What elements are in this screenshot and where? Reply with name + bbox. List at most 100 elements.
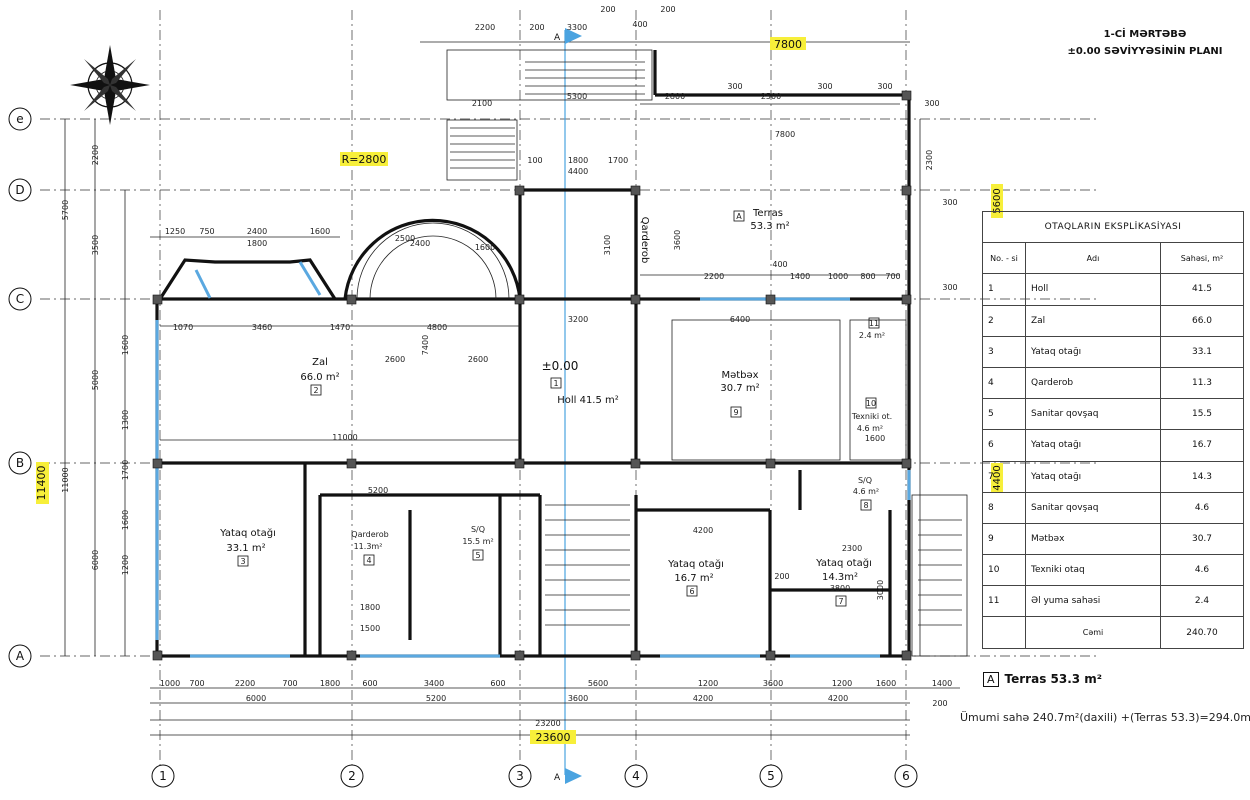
dim-top-100: 100 xyxy=(527,156,542,165)
dim-bot2-5200: 5200 xyxy=(426,694,446,703)
dim-bot2-3600: 3600 xyxy=(568,694,588,703)
dim-misc-11: 1500 xyxy=(360,624,380,633)
dim-top-400: 400 xyxy=(632,20,647,29)
dim-misc-2: 1800 xyxy=(360,603,380,612)
section-label-bottom: A xyxy=(554,773,561,783)
room-texniki-name: Texniki ot. xyxy=(851,412,892,421)
room-sq1-area: 15.5 m² xyxy=(462,537,493,546)
dim-left-5000: 5000 xyxy=(91,370,100,390)
table-total-label: Cəmi xyxy=(1025,616,1161,649)
table-cell-no: 11 xyxy=(982,585,1026,618)
room-yataq1-name: Yataq otağı xyxy=(219,527,276,539)
room-yataq2-no: 6 xyxy=(689,587,694,596)
dim-bot1-2: 2200 xyxy=(235,679,255,688)
room-yataq3-no: 7 xyxy=(838,597,843,606)
room-qarderob2-area: 11.3m² xyxy=(354,542,383,551)
table-cell-no: 5 xyxy=(982,398,1026,431)
table-cell-area: 4.6 xyxy=(1160,554,1244,587)
table-title: OTAQLARIN EKSPLİKASİYASI xyxy=(982,210,1244,244)
dim-top-300b: 300 xyxy=(817,82,832,91)
room-zal-no: 2 xyxy=(313,386,318,395)
dim-bot1-3: 700 xyxy=(282,679,297,688)
dim-bot1-5: 600 xyxy=(362,679,377,688)
highlight-7800: 7800 xyxy=(774,38,802,51)
table-cell-name: Texniki otaq xyxy=(1025,554,1161,587)
room-zal-name: Zal xyxy=(312,357,328,368)
dim-right-2200: 2200 xyxy=(704,272,724,281)
dim-top-4400: 4400 xyxy=(568,167,588,176)
dim-zal-4800: 4800 xyxy=(427,323,447,332)
table-cell-area: 66.0 xyxy=(1160,304,1244,337)
table-cell-area: 30.7 xyxy=(1160,522,1244,556)
columns xyxy=(152,90,912,661)
plan-title-line1: 1-Cİ MƏRTƏBƏ xyxy=(1103,29,1187,40)
room-terras-no: A xyxy=(736,212,742,221)
room-holl-level: ±0.00 xyxy=(542,359,579,373)
dim-bay-1600: 1600 xyxy=(310,227,330,236)
dim-top-1700: 1700 xyxy=(608,156,628,165)
axis-col-6: 6 xyxy=(902,769,910,783)
table-cell-name: Holl xyxy=(1025,273,1161,306)
dim-bay-750: 750 xyxy=(199,227,214,236)
dim-left-1600a: 1600 xyxy=(121,335,130,355)
dim-top-2200: 2200 xyxy=(475,23,495,32)
room-metbex-no: 9 xyxy=(733,408,738,417)
plan-title: 1-Cİ MƏRTƏBƏ ±0.00 SƏVİYYƏSİNİN PLANI xyxy=(1060,26,1230,60)
dim-top-200a: 200 xyxy=(529,23,544,32)
room-terras-name: Terras xyxy=(752,208,783,219)
dim-zal-1070: 1070 xyxy=(173,323,193,332)
table-cell-no: 2 xyxy=(982,304,1026,337)
highlight-5600: 5600 xyxy=(992,188,1003,213)
dim-bot1-13: 1400 xyxy=(932,679,952,688)
dim-misc-0: 2400 xyxy=(410,239,430,248)
table-cell-no: 3 xyxy=(982,335,1026,368)
dim-bot1-12: 1600 xyxy=(876,679,896,688)
table-cell-no: 4 xyxy=(982,366,1026,400)
dim-zal-3200: 3200 xyxy=(568,315,588,324)
dim-zal-1470: 1470 xyxy=(330,323,350,332)
dim-left-1200: 1200 xyxy=(121,555,130,575)
room-metbex-area: 30.7 m² xyxy=(720,383,759,394)
dim-bay-2400: 2400 xyxy=(247,227,267,236)
terrace-note-text: Terras 53.3 m² xyxy=(1004,672,1103,686)
dim-right-800: 800 xyxy=(860,272,875,281)
dim-top-300d: 300 xyxy=(924,99,939,108)
dim-top-7800b: 7800 xyxy=(775,130,795,139)
dim-right-1000: 1000 xyxy=(828,272,848,281)
dim-right-300b: 300 xyxy=(942,283,957,292)
table-cell-no: 9 xyxy=(982,522,1026,556)
axis-row-b: B xyxy=(16,456,24,470)
axis-col-1: 1 xyxy=(159,769,167,783)
table-cell-no: 8 xyxy=(982,491,1026,524)
dim-bot1-9: 1200 xyxy=(698,679,718,688)
axis-col-2: 2 xyxy=(348,769,356,783)
table-cell-area: 41.5 xyxy=(1160,273,1244,306)
dimension-lines xyxy=(64,41,960,736)
table-cell-no: 6 xyxy=(982,429,1026,462)
dim-zal-3460: 3460 xyxy=(252,323,272,332)
dim-left-11000: 11000 xyxy=(61,467,70,492)
dim-right-1400: 1400 xyxy=(790,272,810,281)
axis-row-a: A xyxy=(16,649,25,663)
dim-left-5700: 5700 xyxy=(61,200,70,220)
table-cell-no: 10 xyxy=(982,554,1026,587)
dim-bot1-0: 1000 xyxy=(160,679,180,688)
dim-top-5300: 5300 xyxy=(567,92,587,101)
table-header-no: No. - si xyxy=(982,242,1026,275)
curved-stair xyxy=(343,218,522,300)
room-qarderob2-name: Qarderob xyxy=(351,530,388,539)
dim-top-2800: 2800 xyxy=(665,92,685,101)
room-sq2-no: 8 xyxy=(863,501,868,510)
table-cell-no: 7 xyxy=(982,460,1026,493)
dim-left-1600b: 1600 xyxy=(121,510,130,530)
dim-misc-12: 2500 xyxy=(395,234,415,243)
table-cell-area: 14.3 xyxy=(1160,460,1244,493)
